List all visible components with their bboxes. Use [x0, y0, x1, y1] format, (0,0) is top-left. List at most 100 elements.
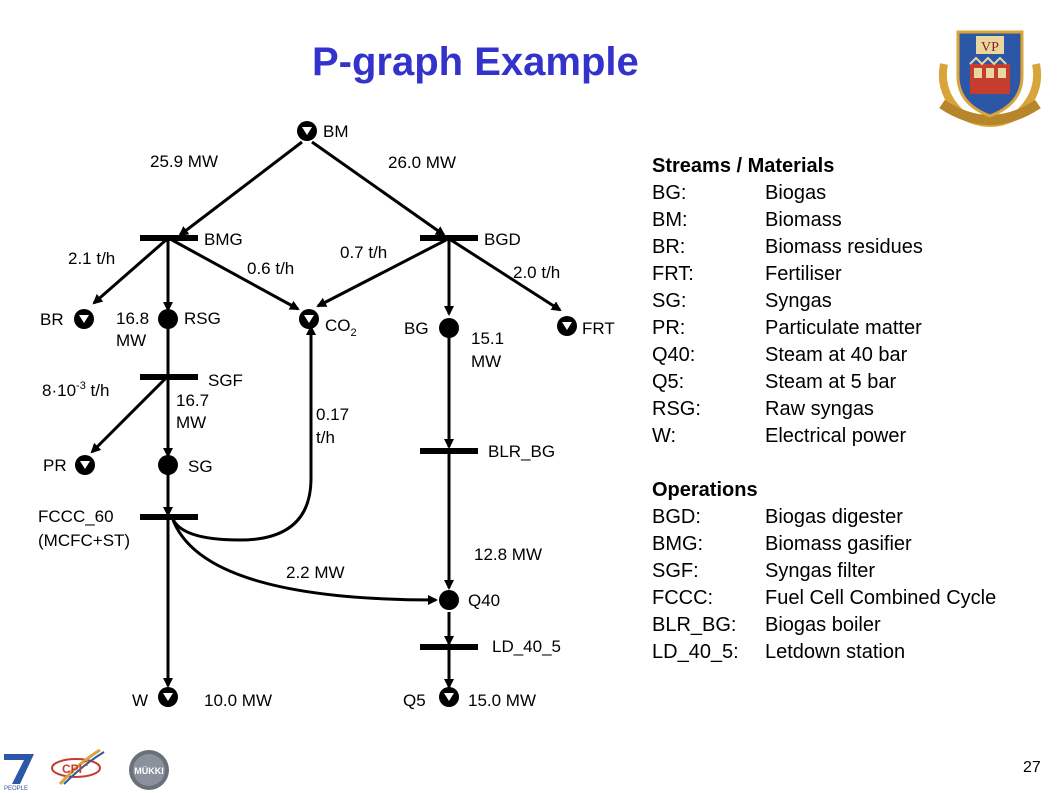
legend-value: Fuel Cell Combined Cycle [765, 587, 997, 609]
flow-fccc-co2-unit: t/h [316, 428, 335, 447]
legend-row: BG:Biogas [652, 180, 996, 207]
operation-bar-bgd [420, 235, 478, 241]
material-node-bg [439, 318, 459, 338]
legend-key: BG: [652, 182, 687, 204]
legend-row: LD_40_5:Letdown station [652, 639, 996, 666]
label-blr-bg: BLR_BG [488, 442, 555, 461]
svg-text:PEOPLE: PEOPLE [4, 786, 28, 792]
legend-key: FCCC: [652, 587, 714, 609]
flow-bm-bmg: 25.9 MW [150, 152, 218, 171]
flow-bgd-co2: 0.7 t/h [340, 243, 387, 262]
label-pr: PR [43, 456, 67, 475]
legend-value: Raw syngas [765, 398, 874, 420]
flow-sg-value: 16.7 [176, 391, 209, 410]
material-node-sg [158, 455, 178, 475]
flow-w-value: 10.0 MW [204, 691, 272, 710]
page-number: 27 [1023, 759, 1041, 776]
fp7-logo: PEOPLE [4, 754, 34, 792]
legend-value: Biogas boiler [765, 614, 881, 636]
operation-bar-ld [420, 644, 478, 650]
label-co2: CO2 [325, 316, 357, 339]
operation-bar-bmg [140, 235, 198, 241]
svg-text:CPI: CPI [62, 762, 82, 776]
legend-row: SG:Syngas [652, 288, 996, 315]
edge-fccc-co2 [170, 325, 316, 542]
svg-text:MÜKKI: MÜKKI [134, 766, 164, 776]
mukki-logo: MÜKKI [129, 750, 169, 790]
legend-key: PR: [652, 317, 686, 339]
crest-lettering: VP [981, 40, 999, 55]
legend-row: FRT:Fertiliser [652, 261, 996, 288]
label-bm: BM [323, 122, 349, 141]
label-sgf: SGF [208, 371, 243, 390]
legend-value: Biomass [765, 209, 842, 231]
legend-row: PR: Particulate matter [652, 315, 996, 342]
material-node-q5 [439, 687, 459, 707]
legend-value: Electrical power [765, 425, 907, 447]
material-node-pr [75, 455, 95, 475]
legend-value: Steam at 5 bar [765, 371, 897, 393]
operation-bar-fccc [140, 514, 198, 520]
label-q40: Q40 [468, 591, 500, 610]
flow-sgf-pr: 8·10-3 t/h [42, 380, 109, 400]
cpi-logo: CPI 2 [51, 748, 105, 786]
legend-row: Q40:Steam at 40 bar [652, 342, 996, 369]
material-node-co2 [299, 309, 319, 329]
legend-operations-header: Operations [652, 479, 758, 501]
legend-row: BGD: Biogas digester [652, 504, 996, 531]
svg-text:2: 2 [84, 761, 88, 768]
flow-rsg-unit: MW [116, 331, 146, 350]
legend-row: SGF:Syngas filter [652, 558, 996, 585]
slide-title: P-graph Example [312, 40, 639, 84]
flow-fccc-co2-value: 0.17 [316, 405, 349, 424]
legend-key: BMG: [652, 533, 704, 555]
legend-key: RSG: [652, 398, 701, 420]
edge-bm-bmg [178, 140, 303, 237]
legend-row: FCCC: Fuel Cell Combined Cycle [652, 585, 996, 612]
legend-key: Q5: [652, 371, 685, 393]
legend-value: Particulate matter [765, 317, 922, 339]
label-w: W [132, 691, 148, 710]
legend-row: BM: Biomass [652, 207, 996, 234]
label-bgd: BGD [484, 230, 521, 249]
label-q5: Q5 [403, 691, 426, 710]
legend-spacer [652, 450, 996, 477]
label-ld: LD_40_5 [492, 637, 561, 656]
legend-row: BLR_BG: Biogas boiler [652, 612, 996, 639]
label-fccc-line2: (MCFC+ST) [38, 531, 130, 550]
material-node-bm [297, 121, 317, 141]
material-node-br [74, 309, 94, 329]
material-node-frt [557, 316, 577, 336]
label-fccc-line1: FCCC_60 [38, 507, 114, 526]
legend-value: Syngas [765, 290, 832, 312]
legend-value: Steam at 40 bar [765, 344, 908, 366]
flow-bgd-frt: 2.0 t/h [513, 263, 560, 282]
edge-bgd-frt [450, 238, 562, 312]
flow-bm-bgd: 26.0 MW [388, 153, 456, 172]
legend-value: Biomass residues [765, 236, 923, 258]
label-rsg: RSG [184, 309, 221, 328]
flow-blr-q40: 12.8 MW [474, 545, 542, 564]
legend-key: BGD: [652, 506, 701, 528]
material-node-q40 [439, 590, 459, 610]
edge-bm-bgd [311, 140, 446, 237]
legend-row: RSG: Raw syngas [652, 396, 996, 423]
label-br: BR [40, 310, 64, 329]
legend-value: Biomass gasifier [765, 533, 912, 555]
legend-key: BLR_BG: [652, 614, 737, 636]
label-bg: BG [404, 319, 429, 338]
flow-q5-value: 15.0 MW [468, 691, 536, 710]
flow-bg-unit: MW [471, 352, 501, 371]
operation-bar-sgf [140, 374, 198, 380]
edge-sgf-pr [90, 376, 168, 454]
label-sg: SG [188, 457, 213, 476]
legend: Streams / Materials BG:Biogas BM:Biomass… [652, 153, 996, 666]
legend-row: BMG: Biomass gasifier [652, 531, 996, 558]
material-node-rsg [158, 309, 178, 329]
flow-rsg-value: 16.8 [116, 309, 149, 328]
legend-key: BM: [652, 209, 688, 231]
flow-bmg-br: 2.1 t/h [68, 249, 115, 268]
university-crest-logo: VP [939, 30, 1041, 127]
legend-value: Syngas filter [765, 560, 876, 582]
legend-value: Biogas digester [765, 506, 903, 528]
